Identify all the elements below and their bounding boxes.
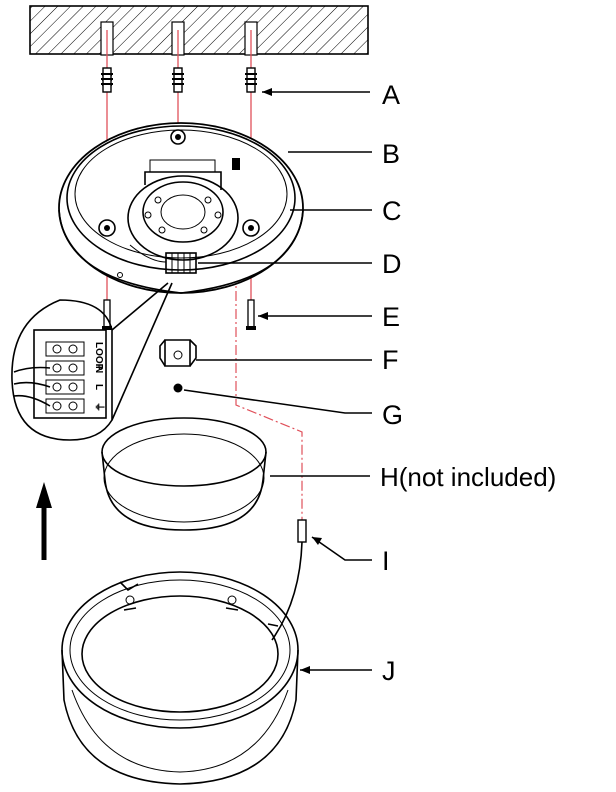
outer-cover: [61, 571, 299, 785]
part-labels: A B C D E F G H(not included) I J: [380, 80, 556, 686]
label-c: C: [382, 196, 402, 226]
wall-plugs: [101, 67, 257, 93]
label-g: G: [382, 400, 403, 430]
label-a: A: [382, 80, 400, 110]
up-arrow: [36, 482, 52, 560]
label-d: D: [382, 249, 402, 279]
label-h: H(not included): [380, 462, 556, 492]
terminal-loop-label: LOOP: [93, 342, 104, 371]
nut: [173, 383, 183, 393]
terminal-l-label: L: [93, 384, 104, 390]
terminal-earth-label: ⏚: [93, 402, 105, 412]
clip-bracket: [159, 339, 197, 367]
label-e: E: [382, 302, 400, 332]
label-b: B: [382, 139, 400, 169]
sensor-cable: [271, 519, 307, 641]
label-j: J: [382, 656, 396, 686]
screws: [102, 299, 256, 330]
terminal-n-label: N: [93, 366, 104, 373]
base-plate: [58, 122, 304, 294]
leader-lines: [183, 88, 372, 674]
terminal-block-inset: LOOP N L ⏚: [11, 282, 173, 441]
ceiling: [29, 5, 369, 56]
label-i: I: [382, 546, 390, 576]
diffuser: [101, 417, 267, 531]
label-f: F: [382, 345, 399, 375]
